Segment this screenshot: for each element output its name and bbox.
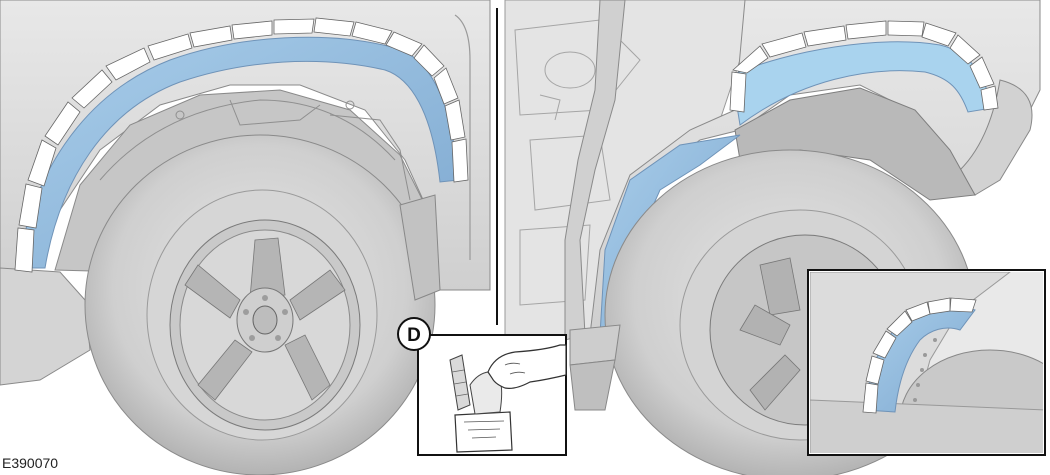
front-wheel-rim <box>169 219 361 431</box>
sachet-print-lines <box>463 420 505 439</box>
inset-masking-tape <box>862 297 977 414</box>
sachet-bag <box>454 411 513 453</box>
door-seam <box>454 14 471 260</box>
detail-inset-panel <box>807 269 1046 456</box>
rear-masking-tape <box>729 20 999 113</box>
peel-backing-inset-panel: D <box>397 317 567 456</box>
backing-strip-texture <box>451 369 469 397</box>
rear-sill-lower <box>569 359 616 411</box>
callout-label: D <box>407 325 421 346</box>
rear-sill <box>569 324 621 366</box>
front-lower-bumper <box>0 267 91 386</box>
inset-fastener-dots <box>913 338 937 402</box>
front-mud-flap <box>399 194 441 301</box>
rear-rim-spokes <box>739 257 801 411</box>
figure-id: E390070 <box>2 455 59 471</box>
rear-protective-film-upper <box>731 41 993 126</box>
backing-strip <box>449 354 471 411</box>
front-masking-tape <box>14 17 469 273</box>
front-liner-details <box>99 99 411 201</box>
hand-icon <box>487 344 567 389</box>
callout-circle <box>397 317 431 351</box>
hand-finger-lines <box>504 362 526 375</box>
front-wheel-arch-panel <box>0 0 491 475</box>
interior-floor-details <box>514 19 641 306</box>
